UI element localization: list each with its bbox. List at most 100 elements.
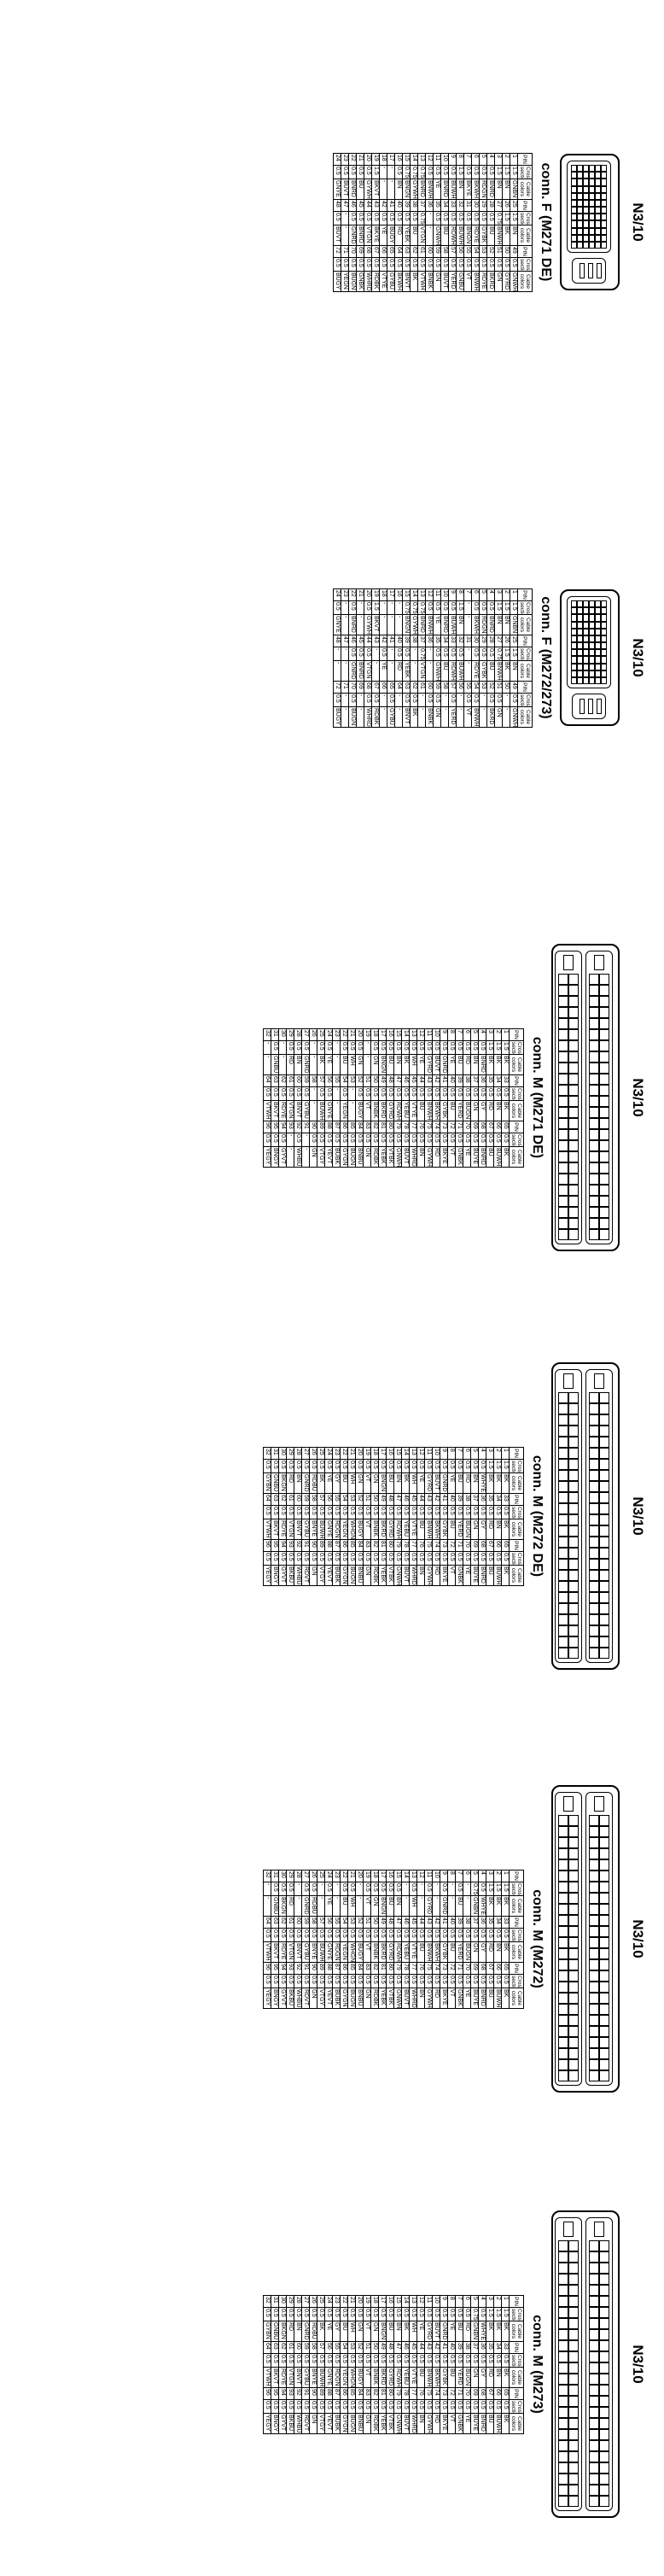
cable-color: GYVT xyxy=(278,1988,287,2009)
cross-section: 0.5 xyxy=(363,1928,371,1942)
cross-section: 0.5 xyxy=(433,693,441,707)
cable-color: VT xyxy=(363,1519,371,1540)
pin-number: 34 xyxy=(440,199,449,212)
pin-cell xyxy=(558,1926,568,1937)
cable-color: GY xyxy=(478,1100,486,1121)
cable-color: RDBK xyxy=(370,1988,379,2009)
pin-number: 31 xyxy=(271,2295,279,2308)
cable-color: BNGN xyxy=(378,1054,387,1075)
cross-section: 0.5 xyxy=(393,1459,402,1473)
cable-color: YE xyxy=(433,614,441,635)
cross-section: 0.5 xyxy=(432,1928,440,1942)
cross-section: 0.5 xyxy=(347,1551,356,1566)
pin-cell xyxy=(558,1085,568,1096)
cross-section: 0.5 xyxy=(455,1133,463,1147)
pin-number: 90 xyxy=(309,1539,317,1552)
cross-section: 0.5 xyxy=(309,1551,317,1566)
pin-cell xyxy=(599,974,609,985)
cross-section: 0.75 xyxy=(417,165,426,179)
pin-number: 25 xyxy=(317,1028,325,1041)
cable-color: - xyxy=(479,706,487,728)
cable-color: BK xyxy=(502,225,510,246)
pin-cell xyxy=(568,1403,579,1414)
pin-cell xyxy=(589,621,595,629)
header-cross: Cross section xyxy=(509,1928,524,1942)
cable-color: BK xyxy=(502,660,510,682)
cross-section: 0.5 xyxy=(493,1505,502,1519)
table-row: 6-- xyxy=(463,1870,471,1917)
header-cross: Cross section xyxy=(509,1133,524,1147)
cross-section: 0.5 xyxy=(432,1086,440,1101)
pin-cell xyxy=(599,1229,609,1240)
pin-number: 65 xyxy=(501,1121,510,1133)
latch-icon xyxy=(563,2222,574,2237)
cross-section: 0.5 xyxy=(317,1040,325,1055)
pin-cell xyxy=(599,1537,609,1548)
pin-cell xyxy=(571,185,577,193)
pin-number: 15 xyxy=(393,2295,402,2308)
cable-color: RD xyxy=(394,660,403,682)
pin-cell xyxy=(601,614,607,622)
pin-number: 79 xyxy=(393,2387,402,2400)
pin-number: 60 xyxy=(294,1493,302,1506)
pin-cell xyxy=(558,2274,568,2285)
pin-number: 89 xyxy=(317,2387,325,2400)
cross-section: 0.5 xyxy=(486,165,495,179)
header-color: Cable colors xyxy=(509,1941,524,1963)
pin-number: 32 xyxy=(456,635,464,647)
cross-section: 0.5 xyxy=(379,257,387,272)
cross-section: 0.5 xyxy=(416,1133,425,1147)
cable-color: GYWH xyxy=(364,179,372,200)
pin-number: 62 xyxy=(278,1074,287,1087)
header-pin: PIN xyxy=(509,1074,524,1087)
cable-color: BKVT xyxy=(271,1941,279,1963)
pin-cell xyxy=(583,179,589,186)
cable-color: BNGN xyxy=(378,1472,387,1494)
pin-number: 10 xyxy=(440,588,449,601)
cable-color: BNWH xyxy=(424,1100,433,1121)
cable-color: YEGN xyxy=(340,1519,348,1540)
pin-cell xyxy=(568,1414,579,1426)
cable-color: BKVT xyxy=(371,179,380,200)
cross-section: 0.5 xyxy=(356,257,364,272)
pin-number: 43 xyxy=(424,2341,433,2354)
pin-number: 1 xyxy=(501,2295,510,2308)
cross-section: - xyxy=(263,1882,271,1896)
cable-color: WHRD xyxy=(409,2413,417,2434)
latch-icon xyxy=(588,263,593,278)
cross-section: 0.5 xyxy=(455,1928,463,1942)
latch-icon xyxy=(594,2222,604,2237)
cross-section: 0.5 xyxy=(378,1882,387,1896)
cable-color: GYBK xyxy=(440,1519,448,1540)
cable-color: - xyxy=(317,1895,325,1917)
pin-number: 40 xyxy=(447,1493,456,1506)
header-cross: Cross section xyxy=(517,600,533,615)
header-color: Cable colors xyxy=(509,2321,524,2342)
pin-number: 45 xyxy=(409,1916,417,1929)
pin-number: 13 xyxy=(409,2295,417,2308)
cable-color: GNBN xyxy=(470,1895,479,1917)
pin-cell xyxy=(558,2307,568,2318)
cross-section: - xyxy=(341,600,349,615)
table-row: 19-- xyxy=(363,1028,371,1075)
pin-number: 71 xyxy=(455,1121,463,1133)
